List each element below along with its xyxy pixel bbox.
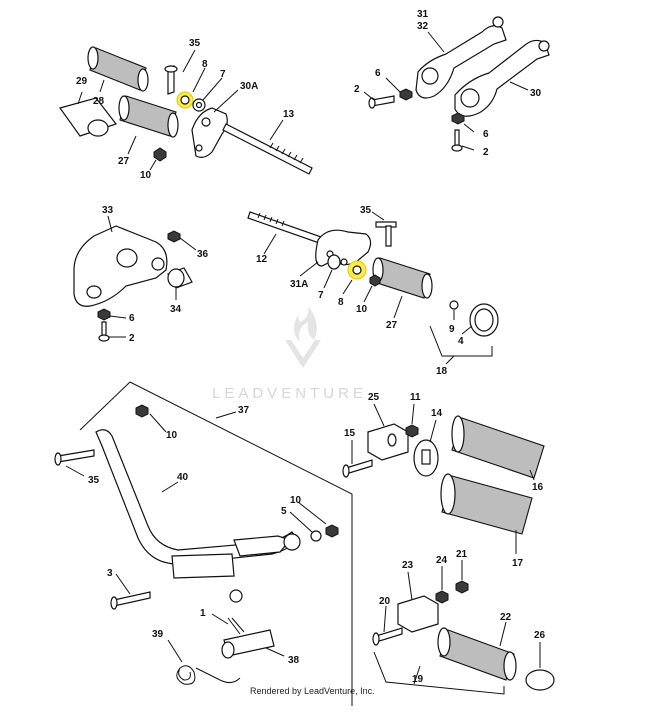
callout-18: 18: [436, 366, 448, 377]
callout-33: 33: [102, 205, 114, 216]
callout-2-arm: 2: [354, 84, 360, 95]
callout-19: 19: [412, 674, 424, 685]
callout-31: 31: [417, 9, 429, 20]
callout-29: 29: [76, 76, 88, 87]
watermark-text: LEADVENTURE: [212, 385, 367, 402]
callout-4: 4: [458, 336, 464, 347]
callout-35-mid: 35: [360, 205, 372, 216]
callout-40: 40: [177, 472, 189, 483]
callout-35-linkage: 35: [88, 475, 100, 486]
callout-17: 17: [512, 558, 524, 569]
callout-22: 22: [500, 612, 512, 623]
footpeg-assembly-right: [247, 211, 499, 357]
callout-27-top: 27: [118, 156, 130, 167]
bracket-assembly: [73, 225, 193, 342]
callout-25: 25: [368, 392, 380, 403]
callout-37: 37: [238, 405, 250, 416]
callout-7-top: 7: [220, 69, 226, 80]
callouts-bracket: 33 36 34 6 2: [102, 205, 209, 344]
callout-10-top: 10: [140, 170, 152, 181]
callouts-clevis: 25 11 14 15 16 17 23 24 21 20 22 26 19: [344, 392, 546, 685]
footpeg-assembly-left: [59, 46, 313, 175]
callout-28: 28: [93, 96, 105, 107]
callout-16: 16: [532, 482, 544, 493]
callout-2-bracket: 2: [129, 333, 135, 344]
callout-32: 32: [417, 21, 429, 32]
callout-36: 36: [197, 249, 209, 260]
callout-38: 38: [288, 655, 300, 666]
callout-15: 15: [344, 428, 356, 439]
callout-9: 9: [449, 324, 455, 335]
callout-27-mid: 27: [386, 320, 398, 331]
callout-31A: 31A: [290, 279, 308, 290]
callout-2-arm-lower: 2: [483, 147, 489, 158]
callout-6-arm: 6: [375, 68, 381, 79]
callout-6-arm-lower: 6: [483, 129, 489, 140]
callout-39: 39: [152, 629, 164, 640]
callout-8-mid: 8: [338, 297, 344, 308]
callout-10-linkage-top: 10: [166, 430, 178, 441]
linkage-assembly: [54, 381, 353, 706]
callout-30A: 30A: [240, 81, 258, 92]
callout-26: 26: [534, 630, 546, 641]
callout-14: 14: [431, 408, 443, 419]
callout-10-mid: 10: [356, 304, 368, 315]
credit-text: Rendered by LeadVenture, Inc.: [250, 686, 375, 696]
callouts-linkage: 37 10 35 40 10 5 3 1 39 38: [65, 405, 327, 666]
callouts-right-middle: 35 12 31A 7 8 10 27 9 4 18: [256, 205, 473, 377]
callout-1: 1: [200, 608, 206, 619]
callout-3: 3: [107, 568, 113, 579]
callout-24: 24: [436, 555, 448, 566]
callouts-top-left: 35 8 7 30A 13 29 28 27 10: [76, 38, 295, 181]
callout-10-linkage-right: 10: [290, 495, 302, 506]
callout-23: 23: [402, 560, 414, 571]
footpeg-clevis-assembly: [342, 415, 555, 695]
callout-30: 30: [530, 88, 542, 99]
callout-6-bracket: 6: [129, 313, 135, 324]
callout-8-top: 8: [202, 59, 208, 70]
callout-12: 12: [256, 254, 268, 265]
arm-assembly: [368, 16, 550, 152]
callout-7-mid: 7: [318, 290, 324, 301]
callout-21: 21: [456, 549, 468, 560]
watermark: LEADVENTURE: [212, 306, 367, 402]
callout-5: 5: [281, 506, 287, 517]
callouts-top-right: 31 32 6 2 30 6 2: [354, 9, 542, 158]
callout-35-top: 35: [189, 38, 201, 49]
callout-13: 13: [283, 109, 295, 120]
callout-11: 11: [410, 392, 421, 403]
callout-34: 34: [170, 304, 182, 315]
callout-20: 20: [379, 596, 391, 607]
